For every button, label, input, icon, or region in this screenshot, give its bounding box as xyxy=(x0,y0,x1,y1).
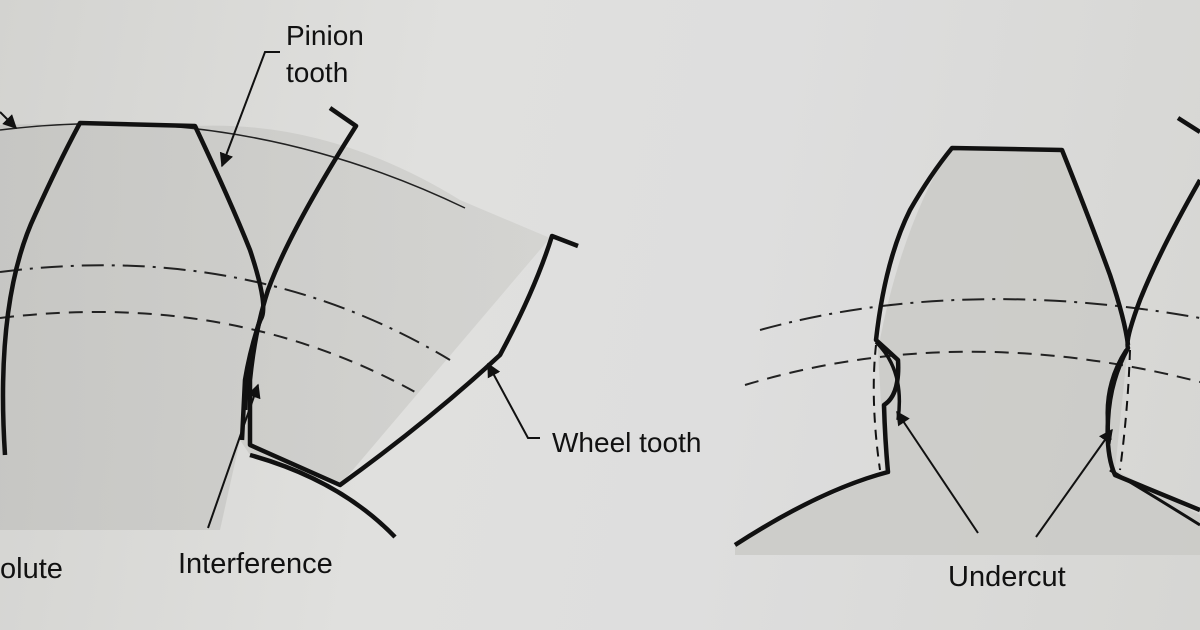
undercut-tooth-outline xyxy=(733,145,1131,547)
wheel-tooth-label: Wheel tooth xyxy=(552,427,701,458)
wheel-tooth-leader xyxy=(487,362,540,439)
wheel-base-curve xyxy=(249,452,397,539)
adjacent-tooth-base xyxy=(1109,468,1200,527)
adjacent-tooth-tip xyxy=(1176,116,1200,134)
undercut-original-involute-left xyxy=(872,344,881,471)
interference-figure: Pinion tooth Wheel tooth olute Interfere… xyxy=(0,20,701,585)
undercut-leader-left xyxy=(896,410,979,534)
interference-overlap-marking xyxy=(244,317,264,411)
wheel-tooth-outline xyxy=(247,106,579,488)
undercut-leader-right xyxy=(1035,428,1113,538)
pinion-tooth-label-line2: tooth xyxy=(286,57,348,88)
undercut-notch-left xyxy=(874,340,902,421)
dedendum-line-dashed xyxy=(0,311,416,393)
undercut-caption: Undercut xyxy=(948,561,1066,593)
interference-shaded-region xyxy=(0,123,550,530)
undercut-original-involute-right xyxy=(1119,349,1131,471)
undercut-shaded-region xyxy=(735,148,1200,555)
interference-leader xyxy=(207,383,261,529)
undercut-figure: Undercut xyxy=(733,116,1200,593)
involute-caption: olute xyxy=(0,553,63,585)
undercut-dedendum-line-dashed xyxy=(744,350,1200,386)
pinion-tooth-label-line1: Pinion xyxy=(286,20,364,51)
interference-caption: Interference xyxy=(178,548,333,580)
pinion-tooth-leader xyxy=(219,51,280,168)
addendum-circle-arc xyxy=(0,122,466,209)
involute-leader xyxy=(0,111,17,129)
